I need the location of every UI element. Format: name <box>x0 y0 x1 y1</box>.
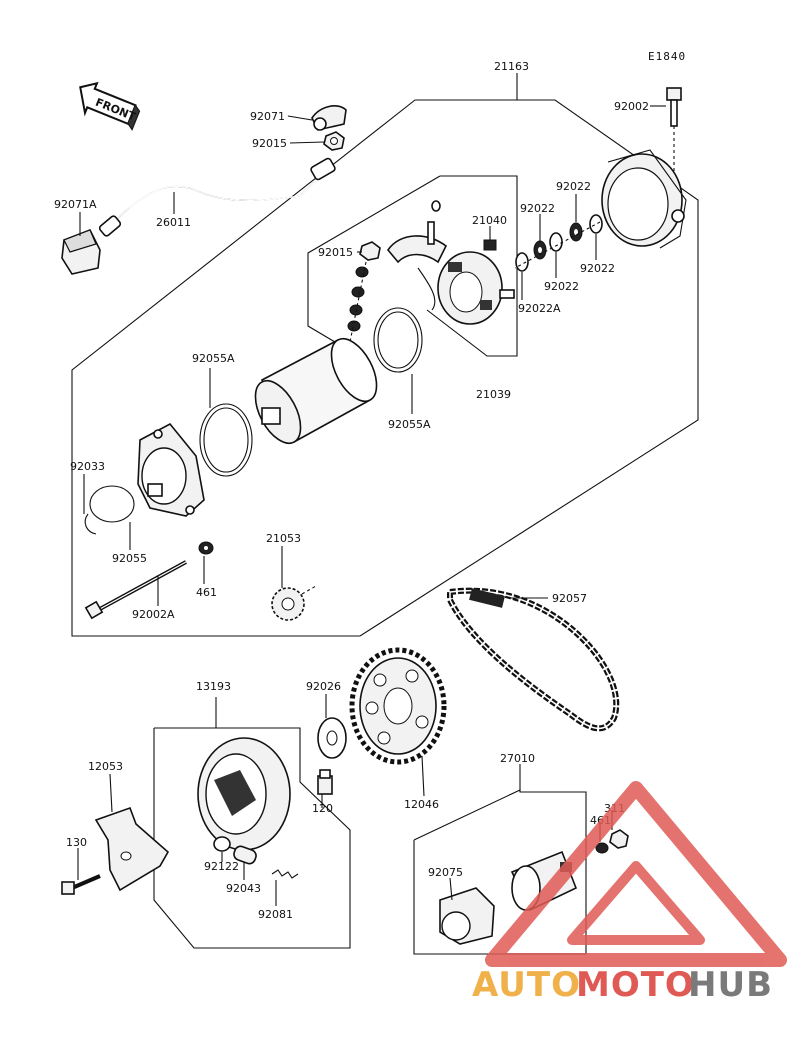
o-ring-left-inner <box>203 407 249 473</box>
washer-461-top <box>198 541 214 555</box>
washers-92022 <box>514 214 603 272</box>
washer-92026-hole <box>326 730 338 746</box>
o-ring-right <box>373 307 423 373</box>
label-92071: 92071 <box>250 110 285 123</box>
watermark-moto: MOTO <box>576 965 695 1005</box>
watermark-text: AUTO MOTO HUB <box>472 965 773 1005</box>
label-92055: 92055 <box>112 552 147 565</box>
brush-holder <box>437 239 515 325</box>
label-92057: 92057 <box>552 592 587 605</box>
starter-rear-cover <box>601 149 687 249</box>
label-130: 130 <box>66 836 87 849</box>
starter-yoke <box>254 338 378 444</box>
label-92002A: 92002A <box>132 608 175 621</box>
label-92015-top: 92015 <box>252 137 287 150</box>
part-labels: 21163 92002 92071 92015 92071A 26011 920… <box>54 60 649 921</box>
label-92022-a: 92022 <box>556 180 591 193</box>
o-ring-left <box>199 403 253 477</box>
starter-clutch <box>197 737 291 851</box>
bracket <box>94 806 170 892</box>
watermark-auto: AUTO <box>472 965 581 1005</box>
starter-assembly-outline <box>71 73 699 637</box>
terminal-cap <box>61 228 101 275</box>
label-92075: 92075 <box>428 866 463 879</box>
relay-cap <box>439 887 495 945</box>
label-92026: 92026 <box>306 680 341 693</box>
label-12046: 12046 <box>404 798 439 811</box>
label-21163: 21163 <box>494 60 529 73</box>
label-92081: 92081 <box>258 908 293 921</box>
label-461-top: 461 <box>196 586 217 599</box>
label-92043: 92043 <box>226 882 261 895</box>
watermark-logo <box>485 781 787 967</box>
starter-cable <box>98 157 336 237</box>
label-12053: 12053 <box>88 760 123 773</box>
idle-gear <box>271 585 317 621</box>
label-92122: 92122 <box>204 860 239 873</box>
starter-chain <box>447 587 620 732</box>
bolt-130 <box>61 874 101 895</box>
clutch-outline <box>153 727 351 949</box>
bolt-92002 <box>666 87 682 188</box>
label-92071A: 92071A <box>54 198 97 211</box>
sprocket <box>349 647 447 765</box>
bolt-120 <box>317 769 333 795</box>
label-27010: 27010 <box>500 752 535 765</box>
label-13193: 13193 <box>196 680 231 693</box>
diagram-code: E1840 <box>648 50 686 63</box>
label-92055A-left: 92055A <box>192 352 235 365</box>
label-92002: 92002 <box>614 100 649 113</box>
nut-top <box>323 131 345 151</box>
label-120: 120 <box>312 802 333 815</box>
label-21039: 21039 <box>476 388 511 401</box>
clutch-rollers <box>213 836 299 879</box>
label-92022-d: 92022 <box>580 262 615 275</box>
o-ring-small <box>89 485 135 523</box>
label-92015-mid: 92015 <box>318 246 353 259</box>
label-92022A: 92022A <box>518 302 561 315</box>
label-21040: 21040 <box>472 214 507 227</box>
label-92055A-right: 92055A <box>388 418 431 431</box>
front-arrow-icon: FRONT <box>79 81 141 131</box>
long-bolt <box>84 560 187 620</box>
label-92022-c: 92022 <box>544 280 579 293</box>
o-ring-right-inner <box>377 311 419 369</box>
relay-nut-washer <box>595 829 629 854</box>
terminal-boot <box>311 105 347 131</box>
watermark-hub: HUB <box>688 965 773 1005</box>
label-26011: 26011 <box>156 216 191 229</box>
label-92033: 92033 <box>70 460 105 473</box>
label-92022-b: 92022 <box>520 202 555 215</box>
brush-plate <box>387 200 448 311</box>
nut-mid-stack <box>343 241 381 373</box>
starter-front-cover <box>137 422 205 517</box>
label-21053: 21053 <box>266 532 301 545</box>
circlip <box>84 513 97 535</box>
